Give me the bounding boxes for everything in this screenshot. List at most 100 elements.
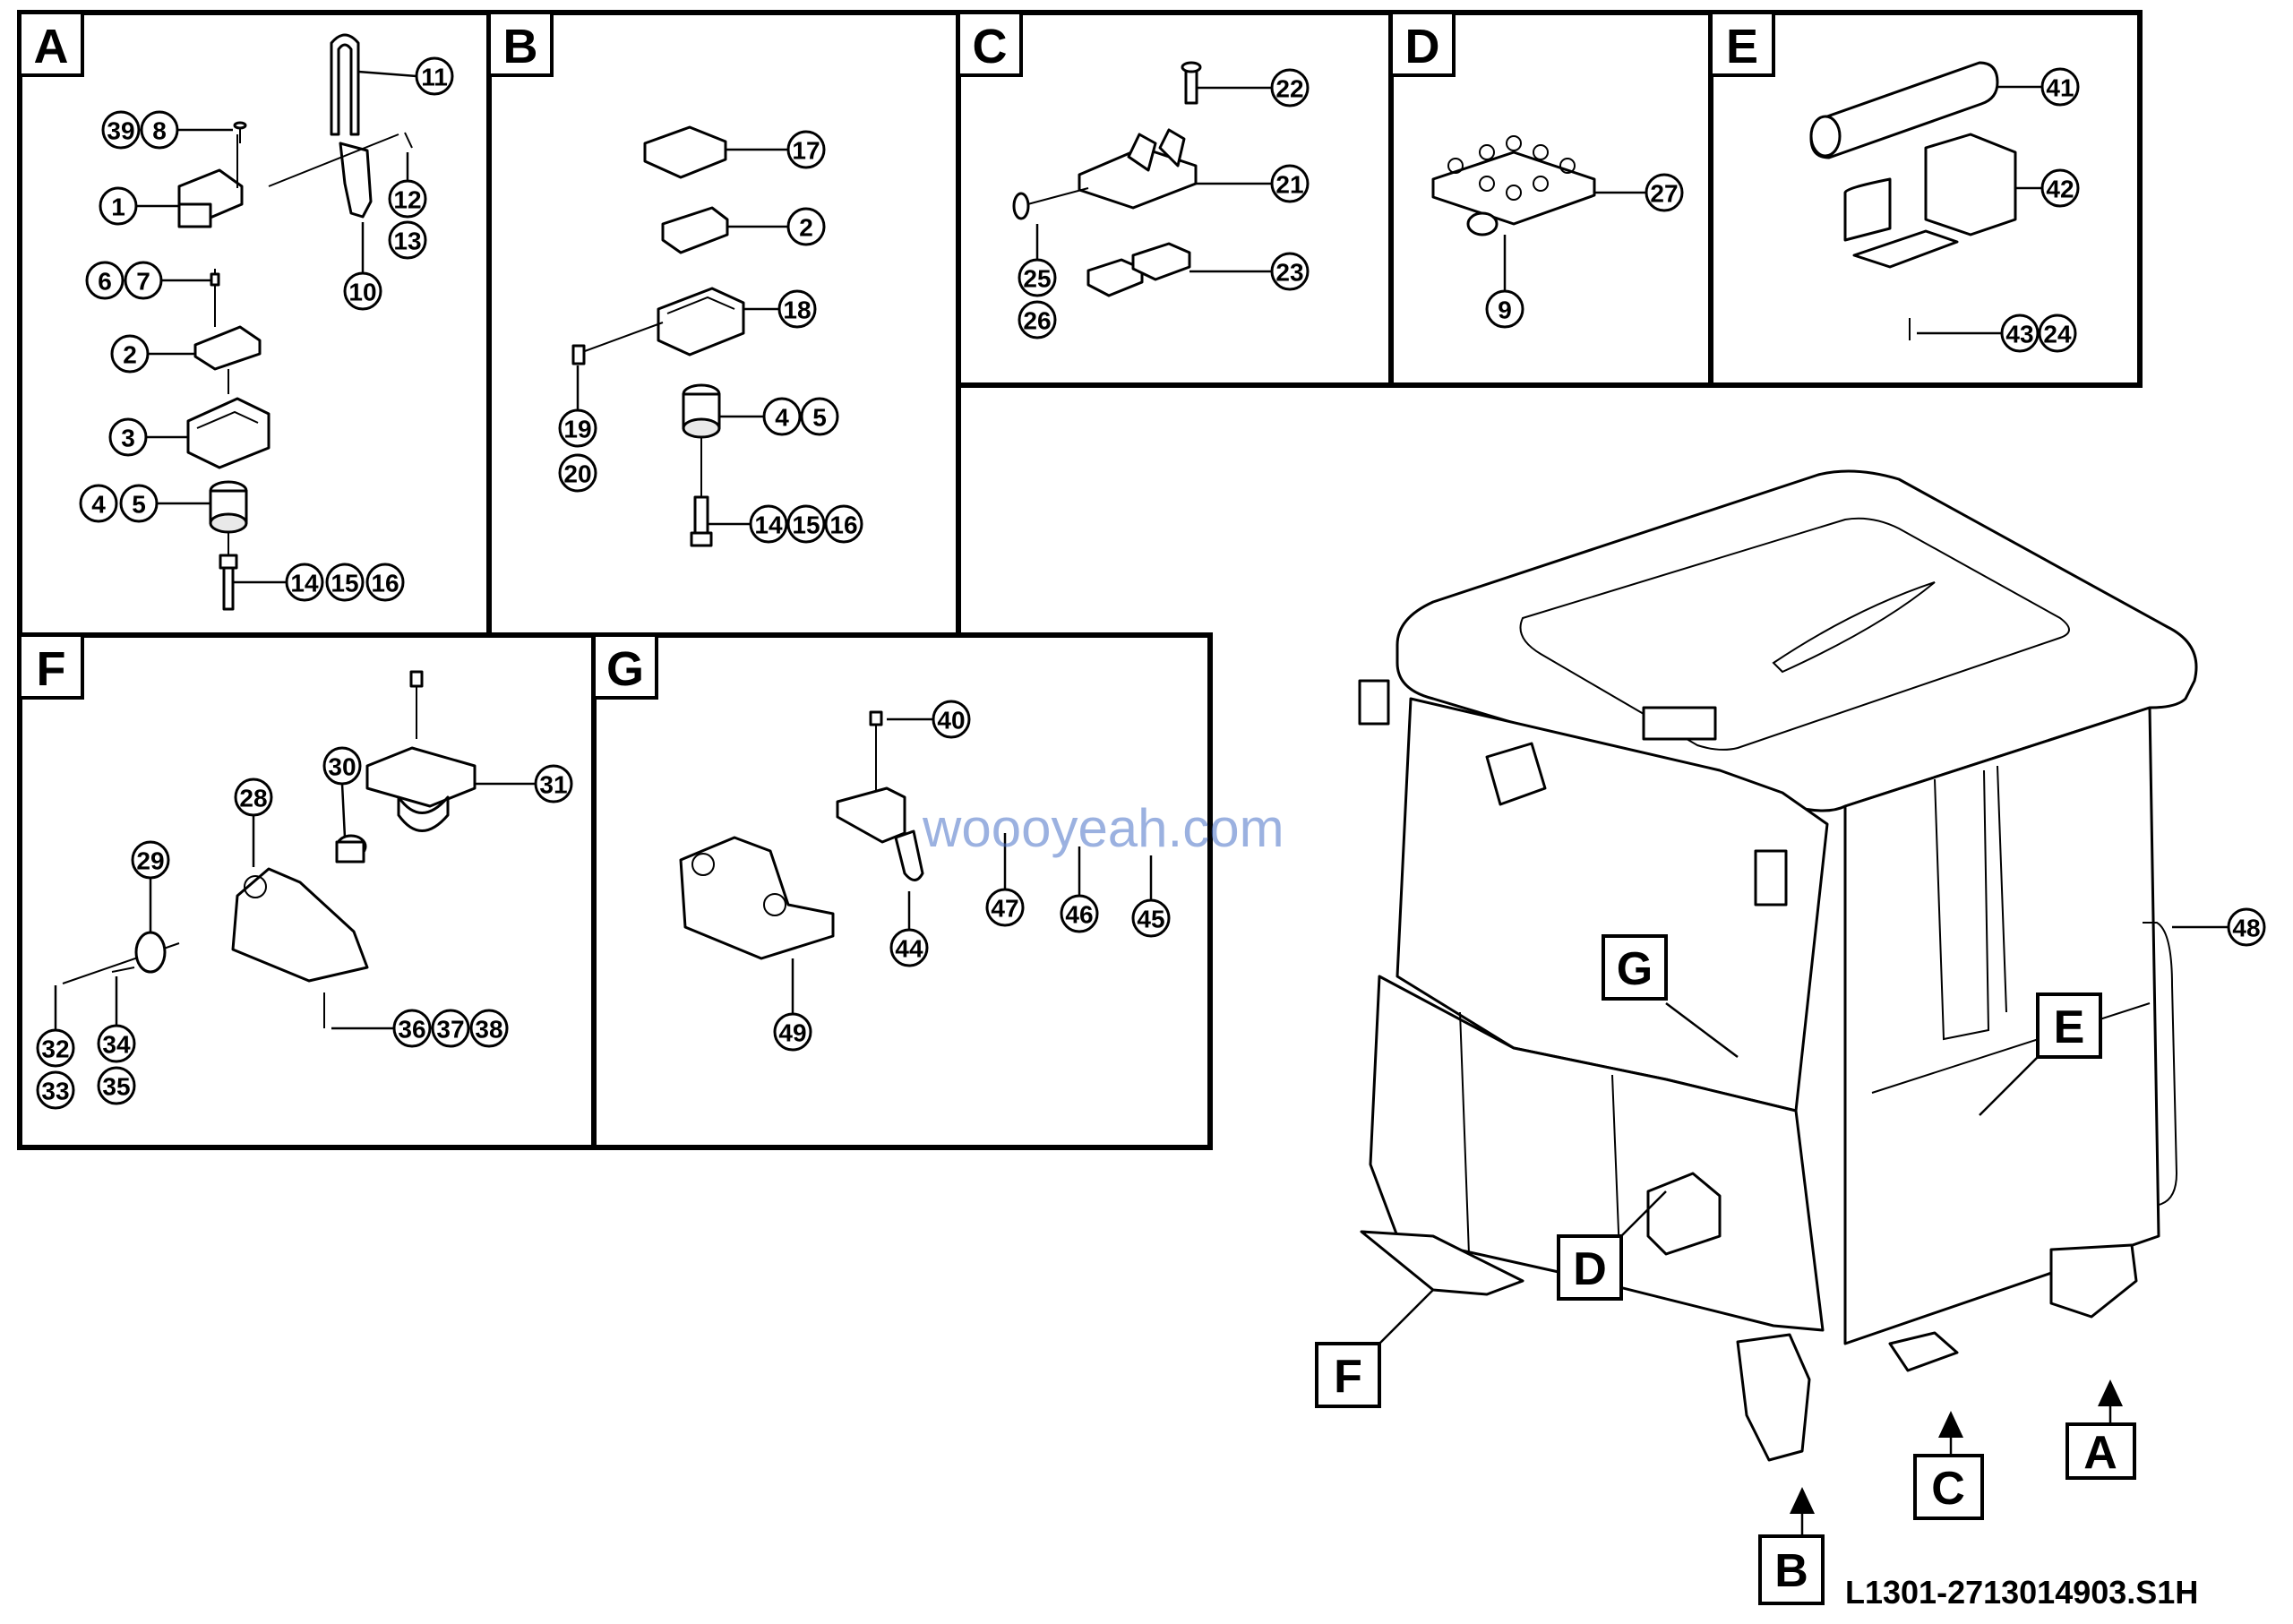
cab-roof (1396, 469, 2198, 812)
callout-circle (2227, 907, 2266, 947)
callout-circle (131, 840, 170, 880)
latch-bracket-part (339, 142, 373, 219)
callout-9: 9 (1485, 235, 1524, 329)
callout-number: 11 (421, 64, 448, 91)
cab-tag-a: A (2065, 1379, 2136, 1480)
cab-location-tags: G E D F A C (1315, 934, 2136, 1605)
callout-circle (762, 397, 802, 436)
callout-number: 15 (331, 570, 358, 597)
mount-f-under-cab (1360, 1230, 1524, 1296)
callout-number: 24 (2043, 321, 2072, 348)
leader-line (340, 783, 347, 838)
callout-circle (325, 563, 365, 602)
callout-number: 26 (1023, 307, 1051, 335)
callout-49: 49 (773, 958, 812, 1052)
callout-circle (110, 334, 150, 374)
callout-circle (469, 1009, 509, 1048)
bracket-d-on-cab (1646, 1172, 1722, 1256)
callout-circle (824, 504, 863, 544)
callout-circle (2040, 168, 2080, 208)
callout-number: 18 (783, 296, 811, 324)
callout-number: 19 (563, 416, 591, 443)
callout-2: 2 (727, 207, 826, 246)
callout-circle (79, 484, 118, 523)
callout-number: 1 (111, 193, 125, 221)
callout-number: 48 (2232, 915, 2260, 942)
callout-number: 21 (1275, 171, 1303, 199)
callout-38: 38 (469, 1009, 509, 1048)
callout-14: 14 (233, 563, 324, 602)
callout-number: 39 (107, 117, 134, 145)
cab-tag-c: C (1913, 1411, 1984, 1520)
svg-text:G: G (606, 642, 644, 696)
callout-number: 23 (1275, 259, 1303, 287)
callout-circle (1645, 173, 1684, 212)
mount-c-under-cab (1888, 1331, 1959, 1372)
callout-number: 49 (778, 1019, 806, 1047)
callout-6: 6 (85, 261, 125, 300)
callout-14: 14 (708, 504, 788, 544)
callout-circle (1270, 164, 1310, 203)
callout-4: 4 (719, 397, 802, 436)
cab-tag-g: G (1602, 934, 1739, 1058)
callout-23: 23 (1189, 252, 1310, 291)
callout-15: 15 (786, 504, 826, 544)
callout-circle (1270, 252, 1310, 291)
spacer-block-part (1086, 258, 1144, 297)
watermark-text: woooyeah.com (922, 798, 1284, 858)
callout-circle (108, 417, 148, 457)
panel-c-parts (1012, 61, 1202, 297)
callout-circle (786, 130, 826, 169)
callout-number: 31 (539, 771, 567, 799)
svg-text:D: D (1573, 1243, 1607, 1295)
callout-number: 16 (371, 570, 399, 597)
callout-circle (322, 746, 362, 786)
mount-bracket-part-f (365, 746, 477, 808)
callout-circle (285, 563, 324, 602)
leader-line (357, 70, 417, 78)
callout-5: 5 (119, 484, 210, 523)
callout-21: 21 (1196, 164, 1310, 203)
svg-text:E: E (2054, 1001, 2085, 1053)
svg-text:C: C (973, 20, 1008, 73)
panel-d-parts (1431, 135, 1596, 236)
callout-33: 33 (36, 1070, 75, 1110)
callout-29: 29 (131, 840, 170, 932)
callout-circle (388, 220, 427, 260)
panel-a-parts (177, 33, 413, 611)
svg-text:D: D (1405, 20, 1440, 73)
svg-text:A: A (2083, 1427, 2117, 1479)
svg-text:E: E (1726, 20, 1758, 73)
callout-35: 35 (97, 1066, 136, 1105)
callout-40: 40 (887, 700, 971, 739)
callout-circle (415, 56, 454, 96)
callout-circle (1270, 68, 1310, 107)
spacer-part (193, 325, 262, 371)
callout-circle (1060, 894, 1099, 933)
callout-5: 5 (800, 397, 839, 436)
callout-number: 17 (792, 137, 820, 165)
callout-number: 29 (136, 847, 164, 875)
callout-circle (234, 778, 273, 817)
callout-number: 27 (1650, 180, 1678, 208)
panel-tag-b: B (487, 11, 554, 77)
callout-11: 11 (357, 56, 454, 96)
callout-circle (2040, 67, 2080, 107)
callout-47: 47 (985, 833, 1025, 927)
callout-number: 42 (2046, 176, 2074, 203)
callout-7: 7 (124, 261, 211, 300)
drawing-number: L1301-2713014903.S1H (1845, 1574, 2198, 1611)
cab-lower-front (1369, 975, 1825, 1332)
callout-26: 26 (1018, 300, 1057, 339)
callout-22: 22 (1197, 68, 1310, 107)
callout-number: 28 (239, 785, 267, 812)
callout-number: 38 (475, 1016, 502, 1044)
callout-37: 37 (431, 1009, 470, 1048)
callout-number: 36 (398, 1016, 425, 1044)
callout-28: 28 (234, 778, 273, 867)
callout-number: 5 (132, 491, 146, 519)
svg-text:B: B (1774, 1545, 1808, 1597)
callout-4: 4 (79, 484, 118, 523)
callout-43: 43 (1917, 314, 2040, 353)
panel-tag-d: D (1389, 11, 1456, 77)
